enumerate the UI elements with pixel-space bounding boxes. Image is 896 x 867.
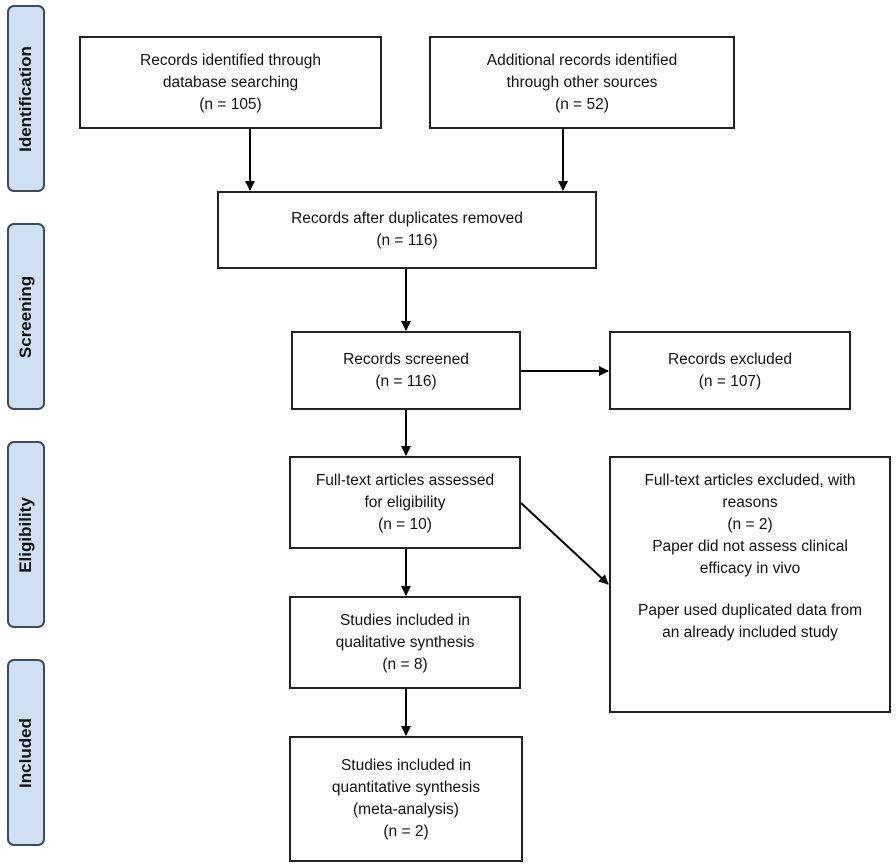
records-screened-line1: Records screened xyxy=(343,350,469,368)
qualitative-line1: Studies included in xyxy=(339,611,471,629)
qualitative-line2: qualitative synthesis xyxy=(335,633,475,651)
additional-records-box: Additional records identified through ot… xyxy=(429,36,735,129)
fulltext-assessed-line1: Full-text articles assessed xyxy=(315,471,495,489)
records-screened-box: Records screened (n = 116) xyxy=(291,331,521,410)
quantitative-count: (n = 2) xyxy=(383,823,429,840)
additional-records-line2: through other sources xyxy=(506,73,658,91)
phase-label-screening: Screening xyxy=(7,223,45,410)
exclusion-reason-1-line1: Paper did not assess clinical xyxy=(652,538,848,555)
arrow-fulltext-to-excluded xyxy=(520,502,609,585)
records-excluded-count: (n = 107) xyxy=(698,372,762,390)
quantitative-line2: quantitative synthesis xyxy=(331,779,481,796)
records-identified-box: Records identified through database sear… xyxy=(79,36,382,129)
records-screened-count: (n = 116) xyxy=(375,372,437,390)
fulltext-excluded-box: Full-text articles excluded, with reason… xyxy=(609,456,891,713)
quantitative-line3: (meta-analysis) xyxy=(353,801,459,818)
qualitative-count: (n = 8) xyxy=(382,655,428,673)
exclusion-reason-2-line2: an already included study xyxy=(662,624,838,641)
fulltext-assessed-line2: for eligibility xyxy=(364,493,446,511)
qualitative-synthesis-box: Studies included in qualitative synthesi… xyxy=(289,596,521,689)
quantitative-line1: Studies included in xyxy=(340,757,472,774)
records-excluded-line1: Records excluded xyxy=(667,350,793,368)
phase-label-eligibility: Eligibility xyxy=(7,441,45,628)
fulltext-excluded-line2: reasons xyxy=(722,494,778,511)
records-identified-count: (n = 105) xyxy=(199,95,262,113)
additional-records-count: (n = 52) xyxy=(555,95,609,113)
fulltext-excluded-count: (n = 2) xyxy=(727,516,773,533)
records-identified-line2: database searching xyxy=(162,73,299,91)
phase-label-identification: Identification xyxy=(7,5,45,192)
fulltext-assessed-box: Full-text articles assessed for eligibil… xyxy=(289,456,521,549)
after-duplicates-count: (n = 116) xyxy=(376,232,438,249)
phase-label-included: Included xyxy=(7,659,45,846)
exclusion-reason-1-line2: efficacy in vivo xyxy=(699,560,801,577)
after-duplicates-box: Records after duplicates removed (n = 11… xyxy=(217,191,597,269)
records-identified-line1: Records identified through xyxy=(140,51,321,69)
fulltext-excluded-line1: Full-text articles excluded, with xyxy=(644,472,856,489)
exclusion-reason-2-line1: Paper used duplicated data from xyxy=(637,602,863,619)
records-excluded-box: Records excluded (n = 107) xyxy=(609,331,851,410)
after-duplicates-line1: Records after duplicates removed xyxy=(291,210,523,227)
quantitative-synthesis-box: Studies included in quantitative synthes… xyxy=(289,736,523,862)
fulltext-assessed-count: (n = 10) xyxy=(378,515,432,533)
additional-records-line1: Additional records identified xyxy=(486,51,678,69)
